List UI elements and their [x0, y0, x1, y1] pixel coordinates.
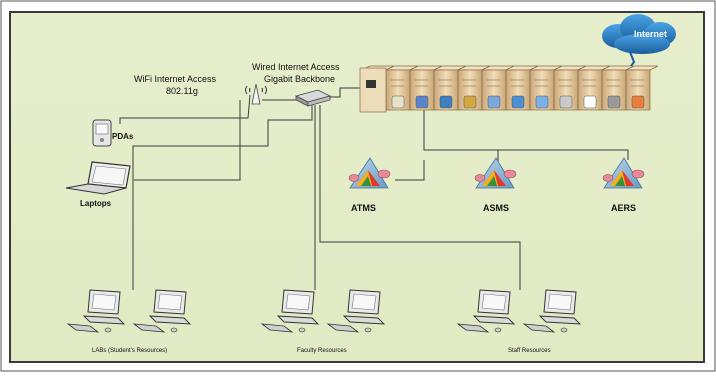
- wired-label-line2: Gigabit Backbone: [264, 74, 336, 84]
- desktop-computer-icon: [326, 289, 386, 333]
- pda-icon: [92, 119, 112, 147]
- link-atms: [395, 160, 425, 181]
- faculty-label: Faculty Resources: [297, 348, 347, 354]
- labs-label: LABs (Student's Resources): [92, 348, 168, 354]
- link-switch-down: [132, 105, 313, 290]
- desktop-computer-icon: [260, 289, 320, 333]
- laptop-icon: [65, 161, 131, 195]
- pdas-label: PDAs: [112, 132, 134, 141]
- cloud-icon: [602, 14, 676, 71]
- desktop-computer-icon: [522, 289, 582, 333]
- staff-label: Staff Resources: [508, 348, 551, 354]
- wifi-label-line2: 802.11g: [166, 86, 198, 96]
- link-switch-servers: [325, 87, 362, 98]
- atms-label: ATMS: [351, 203, 376, 213]
- link-wifi-laptop: [134, 100, 241, 181]
- link-staff: [319, 105, 521, 290]
- desktop-computer-icon: [132, 289, 192, 333]
- internet-label: Internet: [634, 29, 667, 39]
- application-pyramid-icon: [602, 157, 645, 189]
- application-pyramid-icon: [348, 157, 391, 189]
- link-servers-apps: [423, 110, 629, 160]
- link-wifi-pda: [119, 94, 251, 124]
- desktop-computer-icon: [456, 289, 516, 333]
- aers-label: AERS: [611, 203, 637, 213]
- wireless-access-point-icon: [245, 83, 267, 105]
- server-rack-icon: [359, 65, 659, 113]
- laptops-label: Laptops: [80, 199, 112, 208]
- application-pyramid-icon: [474, 157, 517, 189]
- wired-label-line1: Wired Internet Access: [252, 62, 340, 72]
- wifi-label-line1: WiFi Internet Access: [134, 74, 217, 84]
- network-switch-icon: [294, 89, 332, 107]
- connection-lines: [119, 87, 629, 290]
- asms-label: ASMS: [483, 203, 510, 213]
- desktop-computer-icon: [66, 289, 126, 333]
